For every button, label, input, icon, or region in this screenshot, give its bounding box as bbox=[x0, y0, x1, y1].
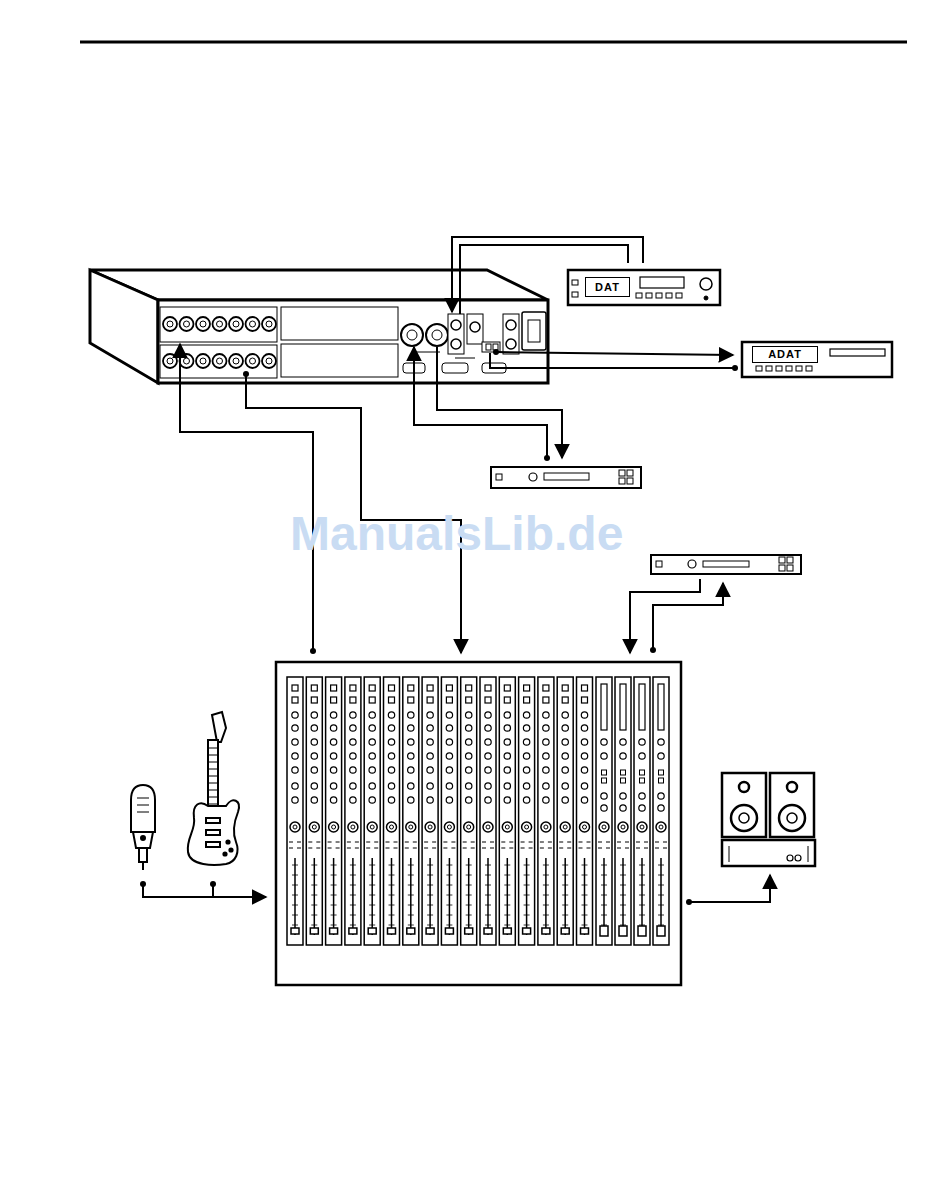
fret bbox=[208, 762, 218, 763]
channel-strip bbox=[461, 677, 477, 945]
watermark: ManualsLib.de bbox=[290, 508, 623, 561]
channel-strip bbox=[345, 677, 361, 945]
jack bbox=[167, 358, 173, 364]
jack bbox=[200, 358, 206, 364]
jack bbox=[180, 354, 194, 368]
adat-recorder bbox=[742, 342, 892, 377]
channel-strip bbox=[403, 677, 419, 945]
electric-guitar bbox=[188, 712, 239, 865]
effects-processor bbox=[651, 555, 801, 574]
jack bbox=[266, 321, 272, 327]
jack bbox=[184, 358, 190, 364]
rack-unit bbox=[90, 270, 548, 383]
jack bbox=[250, 321, 256, 327]
mixing-console bbox=[276, 662, 681, 985]
fret bbox=[208, 748, 218, 749]
signal-cable bbox=[143, 237, 770, 902]
jack bbox=[196, 317, 210, 331]
jack bbox=[233, 321, 239, 327]
channel-strip bbox=[422, 677, 438, 945]
channel-strip bbox=[441, 677, 457, 945]
display-window: ADAT bbox=[752, 346, 818, 363]
channel-strip bbox=[577, 677, 593, 945]
jack bbox=[163, 354, 177, 368]
jack bbox=[163, 317, 177, 331]
display-window: DAT bbox=[585, 277, 630, 297]
channel-strip bbox=[306, 677, 322, 945]
fret bbox=[208, 797, 218, 798]
device-label: ADAT bbox=[768, 349, 802, 360]
device-label: DAT bbox=[595, 282, 620, 293]
channel-strip bbox=[653, 677, 669, 945]
fret bbox=[208, 755, 218, 756]
fret bbox=[208, 769, 218, 770]
jack bbox=[200, 321, 206, 327]
microphone bbox=[131, 785, 155, 870]
channel-strip bbox=[519, 677, 535, 945]
jack bbox=[217, 358, 223, 364]
cable-end-dot bbox=[140, 349, 738, 905]
jack bbox=[213, 317, 227, 331]
jack bbox=[213, 354, 227, 368]
jack bbox=[250, 358, 256, 364]
channel-strip bbox=[480, 677, 496, 945]
channel-strip bbox=[499, 677, 515, 945]
jack bbox=[262, 317, 276, 331]
fret bbox=[208, 790, 218, 791]
jack bbox=[167, 321, 173, 327]
channel-strip bbox=[384, 677, 400, 945]
jack bbox=[217, 321, 223, 327]
header-rule bbox=[80, 41, 907, 44]
jack bbox=[196, 354, 210, 368]
jack bbox=[246, 354, 260, 368]
dat-recorder bbox=[568, 270, 720, 305]
effects-processor bbox=[491, 467, 641, 488]
channel-strip bbox=[557, 677, 573, 945]
jack bbox=[229, 354, 243, 368]
jack bbox=[233, 358, 239, 364]
jack bbox=[246, 317, 260, 331]
fret bbox=[208, 776, 218, 777]
jack bbox=[229, 317, 243, 331]
channel-strip bbox=[634, 677, 650, 945]
jack bbox=[180, 317, 194, 331]
fret bbox=[208, 783, 218, 784]
channel-strip bbox=[326, 677, 342, 945]
channel-strip bbox=[538, 677, 554, 945]
channel-strip bbox=[615, 677, 631, 945]
channel-strip bbox=[364, 677, 380, 945]
jack bbox=[184, 321, 190, 327]
channel-strip bbox=[287, 677, 303, 945]
fret bbox=[208, 804, 218, 805]
jack bbox=[262, 354, 276, 368]
jack bbox=[266, 358, 272, 364]
monitor-speakers bbox=[722, 773, 815, 866]
channel-strip bbox=[596, 677, 612, 945]
